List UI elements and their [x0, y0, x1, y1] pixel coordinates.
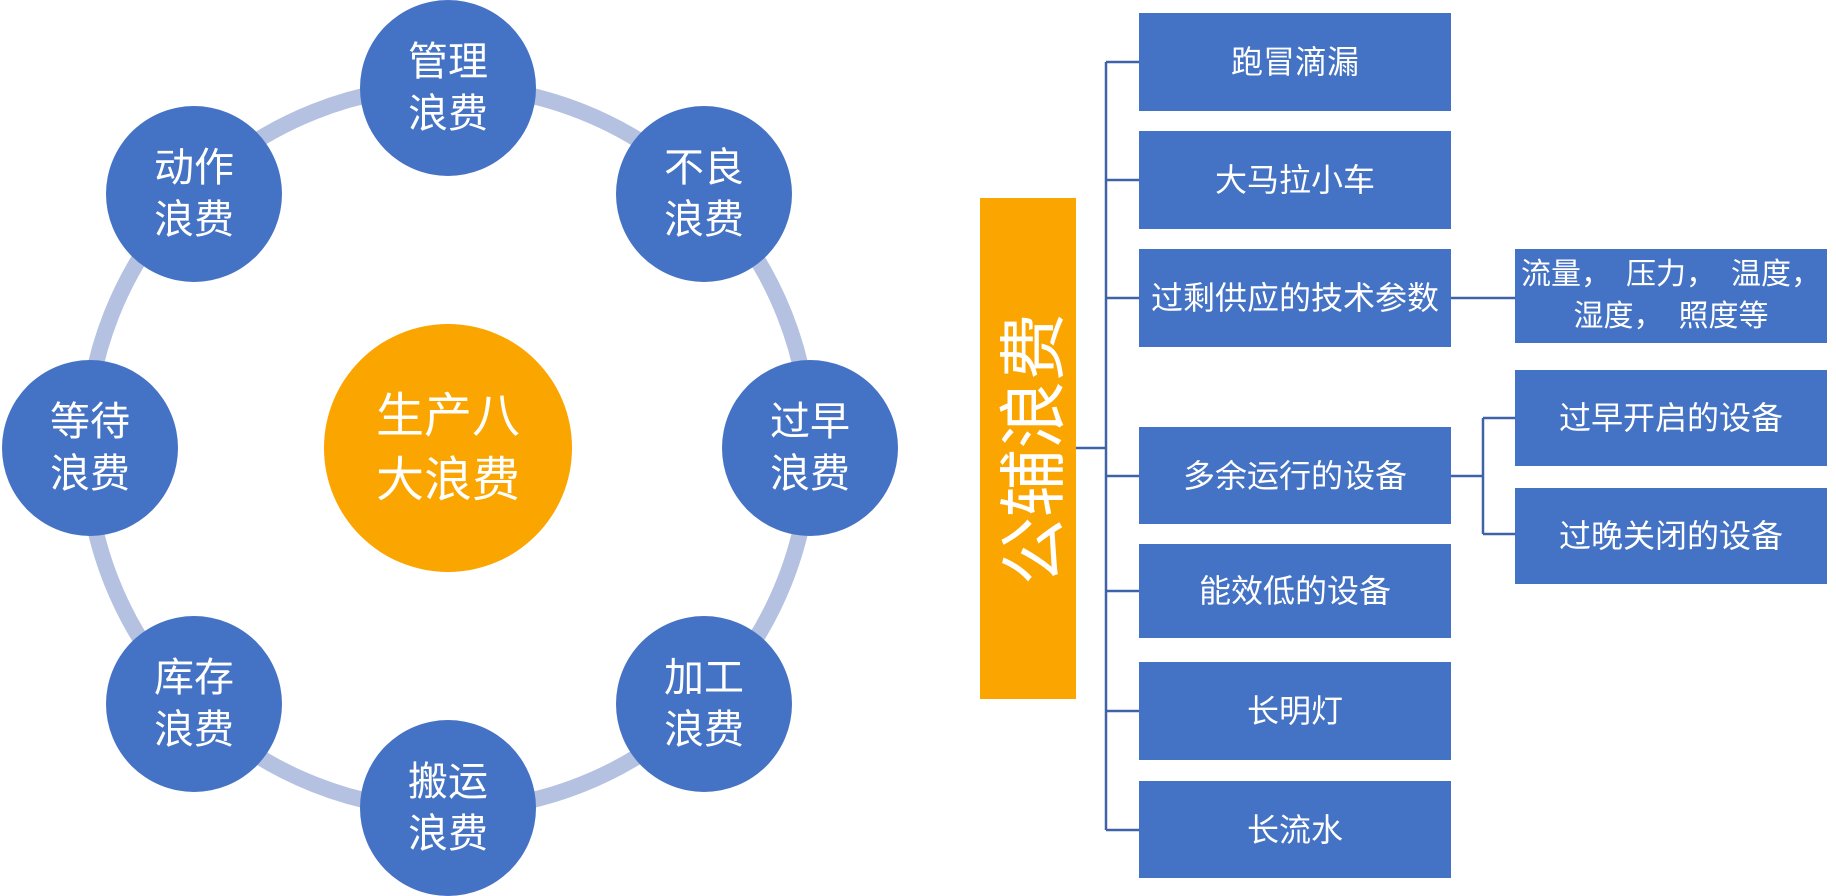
node-label: 加工 — [664, 655, 744, 701]
node-label: 管理 — [408, 39, 488, 85]
item-box: 过剩供应的技术参数 — [1139, 249, 1451, 347]
center-line1: 生产八 — [375, 388, 520, 444]
node-label: 浪费 — [154, 197, 234, 243]
node-defect: 不良浪费 — [616, 106, 792, 282]
node-label: 搬运 — [408, 759, 488, 805]
sub-box: 过早开启的设备 — [1515, 370, 1827, 466]
item-box: 长明灯 — [1139, 662, 1451, 760]
node-waiting: 等待浪费 — [2, 360, 178, 536]
item-box: 大马拉小车 — [1139, 131, 1451, 229]
sub-box: 过晚关闭的设备 — [1515, 488, 1827, 584]
node-label: 库存 — [154, 655, 234, 701]
node-label: 浪费 — [770, 451, 850, 497]
item-box: 多余运行的设备 — [1139, 427, 1451, 524]
node-inventory: 库存浪费 — [106, 616, 282, 792]
item-box: 长流水 — [1139, 781, 1451, 878]
node-label: 动作 — [154, 145, 234, 191]
node-processing: 加工浪费 — [616, 616, 792, 792]
root-label: 公辅浪费 — [995, 312, 1075, 585]
sub-params-line: 湿度， 照度等 — [1573, 299, 1769, 334]
center-line2: 大浪费 — [375, 452, 520, 508]
item-box: 跑冒滴漏 — [1139, 13, 1451, 111]
node-management: 管理浪费 — [360, 0, 536, 176]
sub-box-params: 流量， 压力， 温度， 湿度， 照度等 — [1515, 249, 1827, 343]
node-label: 浪费 — [50, 451, 130, 497]
root-node: 公辅浪费 — [980, 198, 1076, 699]
node-motion: 动作浪费 — [106, 106, 282, 282]
node-transport: 搬运浪费 — [360, 720, 536, 896]
node-label: 浪费 — [408, 811, 488, 857]
item-box: 能效低的设备 — [1139, 544, 1451, 638]
node-label: 过早 — [770, 399, 850, 445]
node-label: 等待 — [50, 399, 130, 445]
node-early: 过早浪费 — [722, 360, 898, 536]
node-label: 浪费 — [664, 197, 744, 243]
sub-params-line: 流量， 压力， 温度， — [1521, 257, 1821, 292]
node-label: 浪费 — [408, 91, 488, 137]
node-label: 不良 — [664, 145, 744, 191]
node-label: 浪费 — [154, 707, 234, 753]
center-node: 生产八大浪费 — [324, 324, 572, 572]
node-label: 浪费 — [664, 707, 744, 753]
